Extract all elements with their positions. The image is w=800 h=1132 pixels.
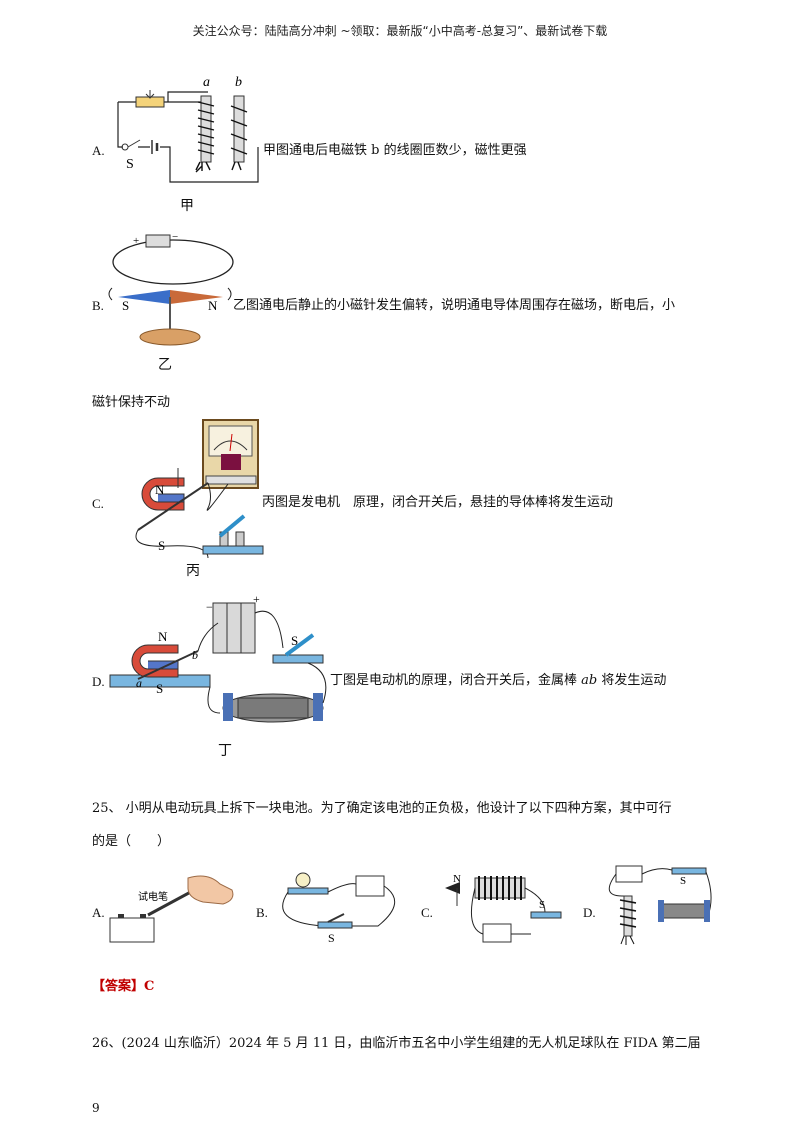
label-switch-s: S (328, 931, 335, 945)
label-a: a (203, 75, 210, 90)
label-rod-b: b (192, 648, 198, 662)
question-25-line2: 的是（ ） (92, 834, 171, 849)
label-magnet-n: N (155, 482, 165, 497)
label-switch-s: S (680, 875, 686, 887)
option-a-letter: A. (92, 143, 105, 158)
figure-bing-generator: N S (135, 419, 264, 559)
label-magnet-s: S (156, 681, 163, 696)
option-c-letter: C. (92, 496, 104, 511)
label-switch-s: S (539, 899, 545, 911)
label-switch-s: S (126, 157, 134, 172)
choice-d-figure-electromagnet-rheostat: S (608, 865, 712, 945)
choice-d-letter: D. (583, 905, 596, 920)
question-25-line1: 25、 小明从电动玩具上拆下一块电池。为了确定该电池的正负极，他设计了以下四种方… (92, 801, 672, 816)
choice-b-letter: B. (256, 905, 268, 920)
option-d-text: 丁图是电动机的原理，闭合开关后，金属棒 ab 将发生运动 (330, 673, 667, 688)
figure-caption-bing: 丙 (186, 563, 200, 579)
option-b-text-continued: 磁针保持不动 (92, 395, 171, 410)
choice-a-figure-test-pen: 试电笔 (109, 875, 234, 943)
page-number: 9 (92, 1101, 100, 1115)
label-plus: + (133, 235, 139, 247)
choice-a-letter: A. (92, 905, 105, 920)
label-test-pen: 试电笔 (138, 890, 168, 903)
label-battery-minus: − (206, 600, 213, 614)
label-magnet-s: S (158, 538, 165, 553)
figure-caption-ding: 丁 (218, 743, 232, 759)
option-b-text: 乙图通电后静止的小磁针发生偏转，说明通电导体周围存在磁场，断电后，小 (233, 298, 676, 313)
label-battery-plus: + (253, 593, 260, 606)
label-b: b (235, 75, 242, 90)
option-b-letter: B. (92, 298, 104, 313)
figure-caption-jia: 甲 (180, 198, 194, 214)
label-magnet-n: N (158, 629, 168, 644)
label-needle-n: N (453, 873, 461, 885)
label-minus: − (172, 231, 178, 243)
label-needle-n: N (208, 298, 218, 313)
label-rod-a: a (136, 676, 142, 690)
choice-c-letter: C. (421, 905, 433, 920)
page-header: 关注公众号：陆陆高分冲刺 ~领取：最新版“小中高考-总复习”、最新试卷下载 (192, 24, 608, 38)
figure-jia-electromagnets: a b S (117, 75, 259, 183)
answer-line: 【答案】C (92, 979, 155, 994)
figure-caption-yi: 乙 (158, 357, 172, 373)
question-26-line1: 26、(2024 山东临沂）2024 年 5 月 11 日，由临沂市五名中小学生… (92, 1036, 701, 1051)
option-a-text: 甲图通电后电磁铁 b 的线圈匝数少，磁性更强 (263, 143, 527, 158)
choice-c-figure-solenoid-compass: N S (445, 873, 562, 943)
option-d-letter: D. (92, 674, 105, 689)
label-needle-s: S (122, 298, 129, 313)
label-switch-s: S (291, 633, 298, 648)
option-c-text: 丙图是发电机 原理，闭合开关后，悬挂的导体棒将发生运动 (262, 495, 614, 510)
figure-ding-motor: − + N S b a S (109, 593, 327, 723)
choice-b-figure-bulb-circuit: S (282, 872, 395, 945)
figure-yi-oersted: + − S N (108, 231, 234, 346)
